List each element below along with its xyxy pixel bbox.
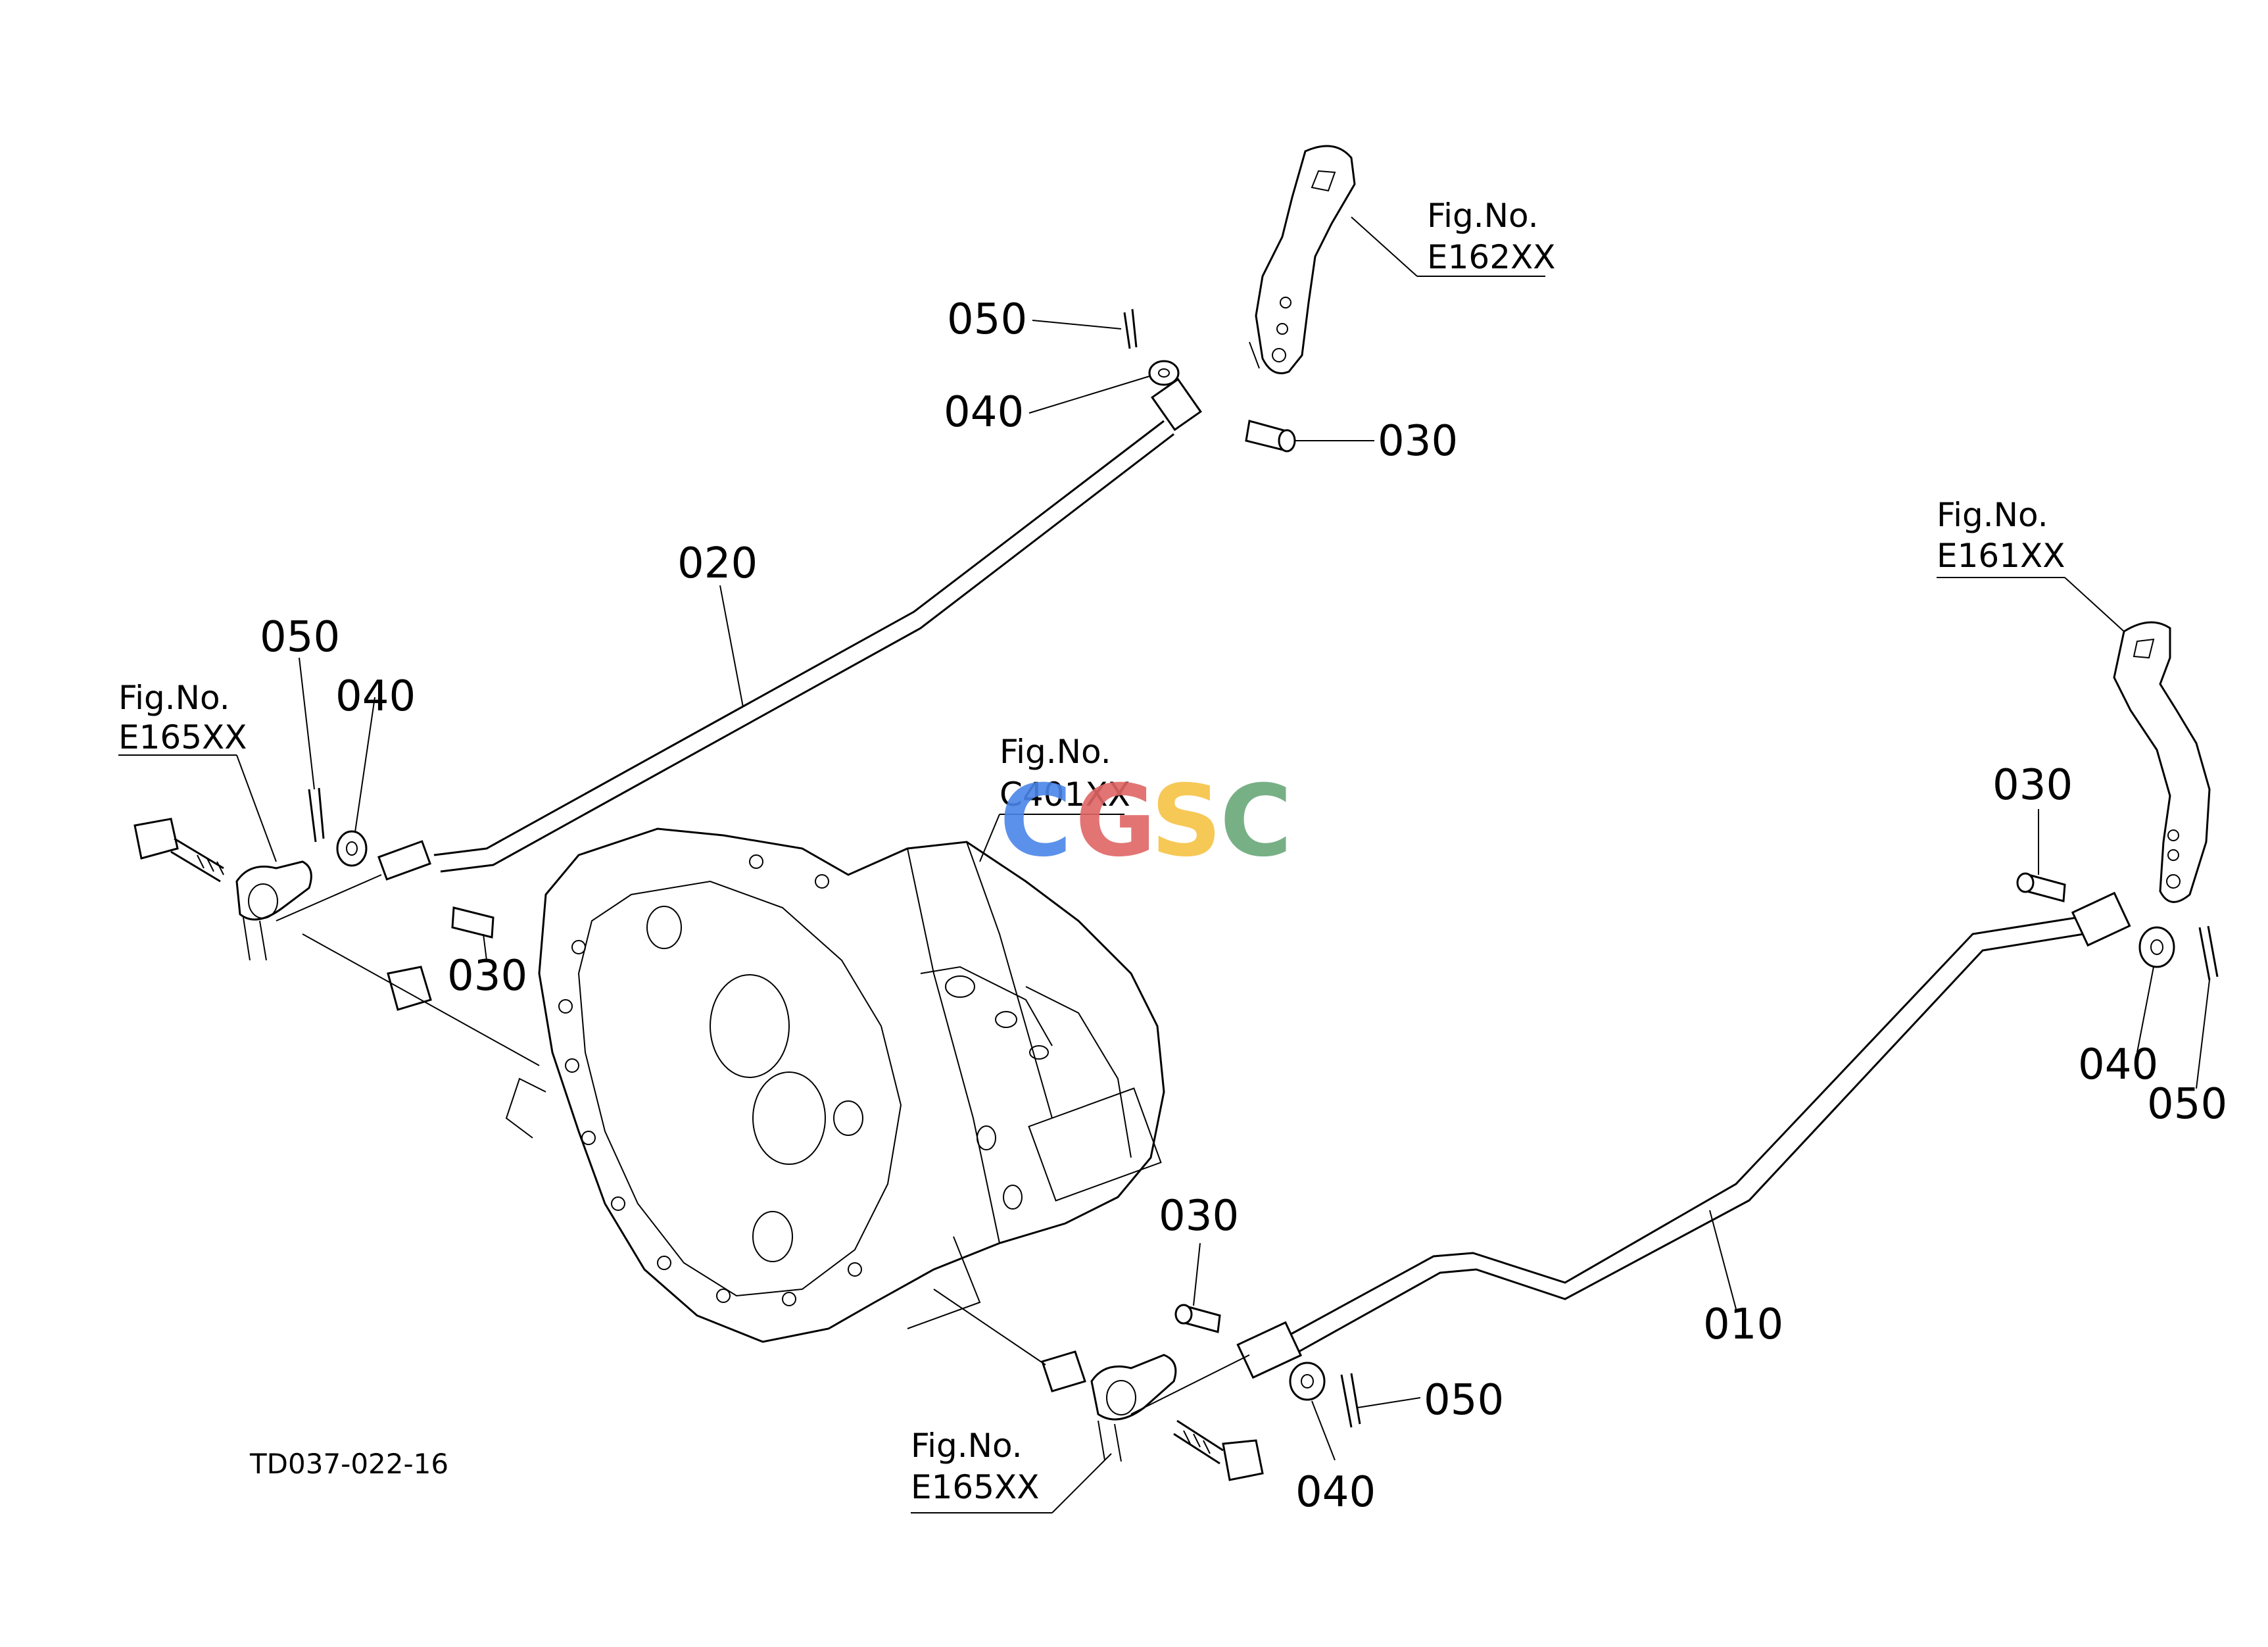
- fig-label-e162-line2: E162XX: [1427, 238, 1556, 276]
- label-020: 020: [677, 539, 758, 588]
- cotter-pin-upper: [1123, 308, 1138, 349]
- transmission-housing: [505, 827, 1165, 1343]
- label-040-lower: 040: [1295, 1468, 1376, 1517]
- upper-arm-e162xx: [1249, 145, 1356, 374]
- watermark-logo: C G S C: [1000, 764, 1292, 879]
- watermark-letter-c1: C: [1000, 764, 1072, 879]
- labels: 050 040 030 020 Fig.No. E162XX 050 040 0…: [118, 197, 2227, 1517]
- label-030-upper: 030: [1378, 417, 1458, 466]
- label-050-right: 050: [2147, 1080, 2227, 1129]
- bolt-head-lower: [1222, 1439, 1264, 1481]
- fig-label-e165-left-line1: Fig.No.: [118, 679, 230, 717]
- washer-right: [2138, 926, 2175, 968]
- fig-label-c401-line2: C401XX: [1000, 775, 1130, 814]
- lower-bracket-e165xx: [933, 1289, 1361, 1481]
- rod-010: [1236, 891, 2131, 1379]
- label-040-right: 040: [2078, 1041, 2158, 1089]
- fig-label-c401-line1: Fig.No.: [1000, 733, 1111, 771]
- label-030-lower: 030: [1159, 1192, 1239, 1241]
- label-050-lower: 050: [1424, 1376, 1504, 1425]
- left-bracket-e165xx: [133, 787, 540, 1066]
- bushing-left: [387, 966, 432, 1011]
- fig-label-e162-line1: Fig.No.: [1427, 197, 1539, 235]
- label-040-left: 040: [335, 672, 416, 721]
- bracket-lower: [1090, 1354, 1177, 1421]
- cotter-pin-lower: [1340, 1373, 1361, 1428]
- fig-label-e165-lower-line1: Fig.No.: [911, 1427, 1023, 1465]
- washer-lower: [1289, 1362, 1326, 1401]
- upper-hardware: [1123, 308, 1296, 453]
- right-arm-e161xx: [2113, 621, 2211, 903]
- pin-left: [451, 906, 495, 939]
- washer-upper: [1148, 360, 1180, 386]
- fig-label-e165-lower-line2: E165XX: [911, 1468, 1040, 1506]
- watermark-letter-s: S: [1151, 764, 1222, 879]
- right-hardware: [2016, 872, 2219, 981]
- watermark-letter-c2: C: [1220, 764, 1292, 879]
- fig-label-e161-line2: E161XX: [1937, 537, 2065, 575]
- fig-label-e165-left-line2: E165XX: [118, 718, 247, 756]
- fig-label-e161-line1: Fig.No.: [1937, 496, 2048, 534]
- washer-left: [336, 830, 368, 867]
- watermark-letter-g: G: [1075, 764, 1156, 879]
- leader-lines: [118, 216, 2210, 1513]
- bolt-head-left: [133, 818, 179, 860]
- bushing-lower: [1041, 1350, 1086, 1392]
- drawing-code: TD037-022-16: [249, 1448, 448, 1480]
- label-030-left: 030: [447, 952, 527, 1000]
- label-050-upper: 050: [947, 295, 1027, 344]
- label-050-left: 050: [260, 613, 340, 662]
- cotter-pin-right: [2198, 925, 2219, 981]
- label-010: 010: [1703, 1300, 1783, 1349]
- label-040-upper: 040: [944, 388, 1024, 437]
- label-030-right: 030: [1992, 761, 2073, 810]
- rod-020: [377, 378, 1202, 881]
- cotter-pin-left: [308, 787, 325, 843]
